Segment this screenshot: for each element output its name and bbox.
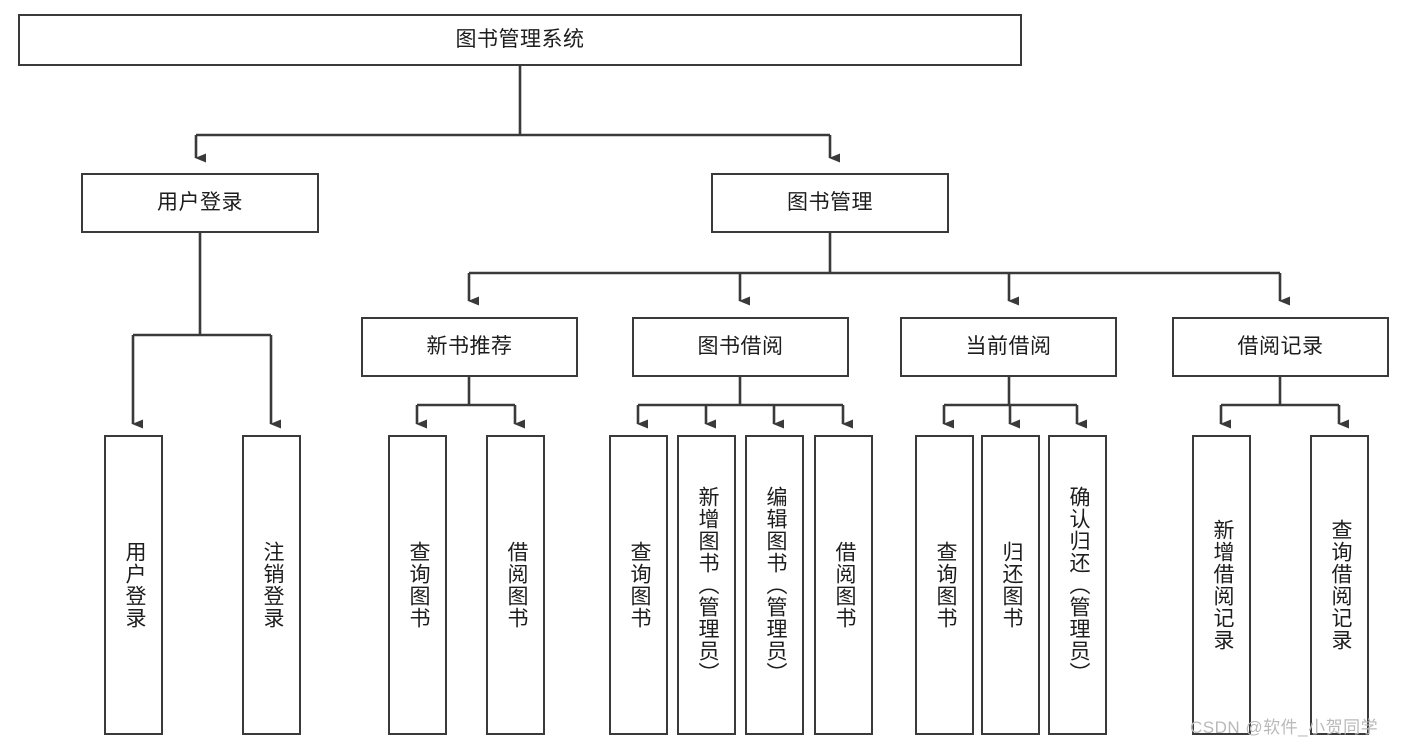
leaf-query-borrow-record[interactable]: 查询借阅记录 [1310,435,1369,735]
leaf-return-book[interactable]: 归还图书 [981,435,1040,735]
leaf-query-book-recommend[interactable]: 查询图书 [388,435,447,735]
node-label: 当前借阅 [965,335,1052,359]
leaf-add-book-admin[interactable]: 新增图书（管理员） [677,435,736,735]
node-book-management-system[interactable]: 图书管理系统 [18,14,1022,66]
node-book-borrow[interactable]: 图书借阅 [632,317,849,377]
node-label: 借阅图书 [504,541,528,629]
leaf-confirm-return-admin[interactable]: 确认归还（管理员） [1048,435,1107,735]
node-user-login[interactable]: 用户登录 [81,173,319,233]
node-label: 编辑图书（管理员） [763,486,787,684]
node-label: 借阅图书 [832,541,856,629]
node-label: 图书管理 [787,191,873,215]
leaf-edit-book-admin[interactable]: 编辑图书（管理员） [745,435,804,735]
node-borrow-record[interactable]: 借阅记录 [1172,317,1389,377]
node-label: 注销登录 [260,541,284,629]
node-current-borrow[interactable]: 当前借阅 [900,317,1117,377]
node-label: 新书推荐 [426,335,513,359]
node-label: 查询借阅记录 [1328,519,1352,651]
node-label: 归还图书 [999,541,1023,629]
leaf-query-book-current[interactable]: 查询图书 [915,435,974,735]
node-label: 查询图书 [406,541,430,629]
node-label: 用户登录 [122,541,146,629]
node-label: 新增图书（管理员） [695,486,719,684]
leaf-add-borrow-record[interactable]: 新增借阅记录 [1192,435,1251,735]
node-new-book-recommend[interactable]: 新书推荐 [361,317,578,377]
node-label: 图书借阅 [697,335,784,359]
csdn-watermark: CSDN @软件_小贺同学 [1190,718,1379,737]
node-book-management[interactable]: 图书管理 [711,173,949,233]
node-label: 查询图书 [933,541,957,629]
node-label: 图书管理系统 [455,28,585,52]
node-label: 确认归还（管理员） [1066,486,1090,684]
node-label: 查询图书 [627,541,651,629]
leaf-borrow-book[interactable]: 借阅图书 [814,435,873,735]
node-label: 借阅记录 [1237,335,1324,359]
node-label: 用户登录 [157,191,243,215]
leaf-query-book-borrow[interactable]: 查询图书 [609,435,668,735]
leaf-user-login[interactable]: 用户登录 [104,435,163,735]
node-label: 新增借阅记录 [1210,519,1234,651]
leaf-borrow-book-recommend[interactable]: 借阅图书 [486,435,545,735]
leaf-user-logout[interactable]: 注销登录 [242,435,301,735]
